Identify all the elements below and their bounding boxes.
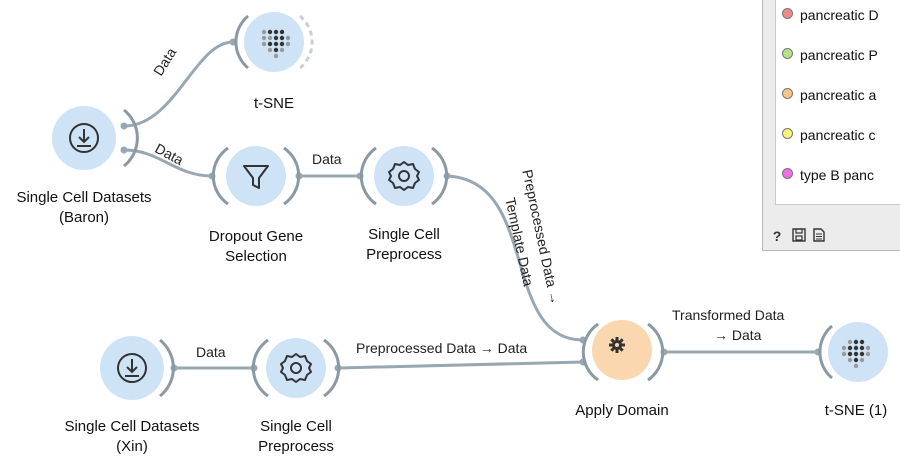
legend-label: type B panc [800,167,874,183]
tsne-legend-panel: pancreatic D pancreatic P pancreatic a p… [762,0,900,251]
report-icon[interactable] [811,228,827,244]
legend-label: pancreatic D [800,7,879,23]
node-label-dropout-line2: Selection [225,248,287,265]
node-label-tsne-top: t-SNE [253,95,294,112]
legend-label: pancreatic c [800,127,876,143]
node-label-xin-line1: Single Cell Datasets [64,418,200,435]
link-label-dropout-preprocess: Data [312,151,342,167]
link-label-preprocess-apply-bottom: Preprocessed Data → Data [356,340,528,356]
tsne-dots-icon [841,339,871,369]
tsne-dots-icon [261,29,291,59]
download-icon [117,353,147,383]
node-label-dropout-line1: Dropout Gene [208,228,304,245]
node-label-preprocess-top-line1: Single Cell [368,226,440,243]
node-dropout-gene-selection[interactable] [211,146,301,206]
node-label-baron-line2: (Baron) [58,209,110,226]
node-single-cell-datasets-xin[interactable] [100,336,175,400]
legend-swatch [782,8,793,19]
node-label-apply-domain: Apply Domain [575,402,669,419]
legend-list[interactable]: pancreatic D pancreatic P pancreatic a p… [775,0,900,205]
link-label-apply-tsne-1: Transformed Data [672,307,785,323]
node-label-preprocess-top: Single Cell Preprocess [344,225,464,265]
legend-label: pancreatic P [800,47,878,63]
legend-swatch [782,88,793,99]
node-label-baron-line1: Single Cell Datasets [16,189,152,206]
node-apply-domain[interactable] [581,320,665,382]
gear-icon [388,161,420,191]
legend-swatch [782,168,793,179]
legend-label: pancreatic a [800,87,877,103]
download-icon [69,123,99,153]
node-label-xin-line2: (Xin) [116,438,148,455]
node-tsne-top[interactable] [234,12,314,72]
help-icon[interactable]: ? [772,228,782,244]
filter-funnel-icon [243,165,269,189]
node-single-cell-preprocess-top[interactable] [359,146,449,206]
node-tsne-right[interactable] [818,322,888,382]
link-label-apply-tsne-2: → Data [714,327,762,343]
legend-swatch [782,48,793,59]
node-label-dropout: Dropout Gene Selection [186,227,326,267]
node-label-baron: Single Cell Datasets (Baron) [0,188,168,228]
node-single-cell-datasets-baron[interactable] [52,106,139,170]
node-single-cell-preprocess-bottom[interactable] [251,338,341,398]
cog-icon [609,337,625,353]
link-baron-tsne[interactable] [122,40,235,128]
node-label-preprocess-top-line2: Preprocess [366,246,442,263]
node-label-preprocess-bottom-line1: Single Cell [260,418,332,435]
link-preprocess-apply-bottom[interactable] [336,360,585,370]
gear-icon [280,353,312,383]
save-icon[interactable] [791,228,807,244]
node-label-preprocess-bottom-line2: Preprocess [258,438,334,455]
link-label-xin-preprocess: Data [196,344,226,360]
legend-swatch [782,128,793,139]
node-label-preprocess-bottom: Single Cell Preprocess [236,417,356,457]
node-label-tsne-right: t-SNE (1) [824,402,888,419]
link-preprocess-apply[interactable] [445,174,585,342]
widget-status-bar: ? [763,224,900,250]
node-label-xin: Single Cell Datasets (Xin) [48,417,216,457]
